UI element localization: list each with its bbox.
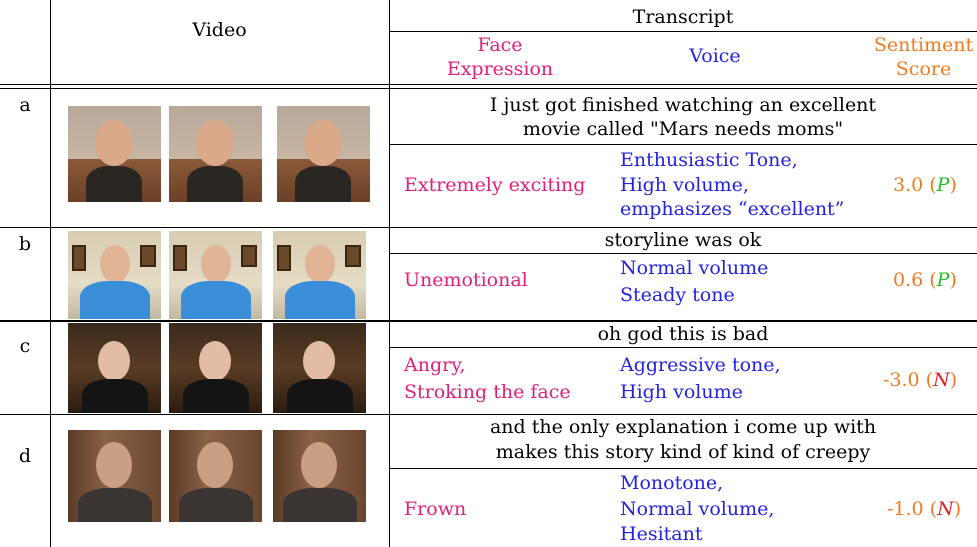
row-c-transcript: oh god this is bad bbox=[597, 323, 769, 345]
video-transcript-divider bbox=[389, 0, 390, 547]
header-voice: Voice bbox=[689, 45, 741, 67]
row-d-frame-2 bbox=[169, 430, 262, 522]
row-a-sentiment: 3.0 (P) bbox=[893, 174, 957, 196]
row-c-score: -3.0 bbox=[883, 369, 920, 391]
row-c-face-line2: Stroking the face bbox=[404, 381, 571, 403]
row-c-label: c bbox=[19, 335, 31, 357]
header-sentiment-line1: Sentiment bbox=[873, 34, 974, 56]
row-b-frame-1 bbox=[68, 231, 161, 319]
row-d-voice-line1: Monotone, bbox=[620, 472, 724, 494]
row-b-face: Unemotional bbox=[404, 269, 528, 291]
row-a-transcript-line1: I just got finished watching an excellen… bbox=[489, 94, 877, 116]
row-d-transcript-line2: makes this story kind of kind of creepy bbox=[495, 441, 871, 463]
row-d-score: -1.0 bbox=[887, 498, 924, 520]
row-b-score: 0.6 bbox=[893, 269, 924, 291]
row-b-voice-line1: Normal volume bbox=[620, 257, 769, 279]
header-video: Video bbox=[192, 19, 247, 41]
row-b-inner-rule bbox=[389, 253, 977, 254]
row-c-face-line1: Angry, bbox=[404, 354, 466, 376]
row-c-frame-2 bbox=[169, 323, 262, 413]
row-d-transcript-line1: and the only explanation i come up with bbox=[489, 416, 877, 438]
header-double-rule-top bbox=[0, 84, 977, 85]
row-c-voice-line1: Aggressive tone, bbox=[620, 354, 781, 376]
row-d-face: Frown bbox=[404, 498, 467, 520]
row-d-frame-1 bbox=[68, 430, 161, 522]
row-a-inner-rule bbox=[389, 144, 977, 145]
header-sentiment-line2: Score bbox=[895, 58, 952, 80]
row-d-label: d bbox=[18, 445, 32, 467]
row-a-voice-line3: emphasizes “excellent” bbox=[620, 198, 845, 220]
row-d-frame-3 bbox=[273, 430, 366, 522]
row-b-frame-2 bbox=[169, 231, 262, 319]
row-a-frame-1 bbox=[68, 106, 161, 202]
row-c-bottom-rule bbox=[0, 414, 977, 415]
row-a-voice-line2: High volume, bbox=[620, 174, 749, 196]
row-c-voice-line2: High volume bbox=[620, 381, 743, 403]
table-left-border bbox=[50, 0, 51, 547]
row-c-frame-3 bbox=[273, 323, 366, 413]
row-a-voice-line1: Enthusiastic Tone, bbox=[620, 149, 798, 171]
row-c-polarity: N bbox=[933, 369, 950, 391]
row-d-inner-rule bbox=[389, 468, 977, 469]
row-a-frame-3 bbox=[277, 106, 370, 202]
row-a-frame-2 bbox=[169, 106, 262, 202]
row-b-voice-line2: Steady tone bbox=[620, 284, 735, 306]
row-d-voice-line3: Hesitant bbox=[620, 523, 703, 545]
row-b-polarity: P bbox=[936, 269, 950, 291]
row-d-sentiment: -1.0 (N) bbox=[887, 498, 962, 520]
row-b-bottom-rule bbox=[0, 320, 977, 322]
header-double-rule-bottom bbox=[0, 88, 977, 89]
row-c-frame-1 bbox=[68, 323, 161, 413]
header-face-line1: Face bbox=[477, 34, 523, 56]
row-c-inner-rule bbox=[389, 347, 977, 348]
row-d-polarity: N bbox=[937, 498, 954, 520]
row-a-bottom-rule bbox=[0, 227, 977, 228]
row-c-sentiment: -3.0 (N) bbox=[883, 369, 958, 391]
row-a-face: Extremely exciting bbox=[404, 174, 586, 196]
header-transcript: Transcript bbox=[632, 6, 734, 28]
transcript-subheader-rule bbox=[389, 31, 977, 32]
row-d-voice-line2: Normal volume, bbox=[620, 498, 775, 520]
header-face-line2: Expression bbox=[446, 58, 554, 80]
row-a-label: a bbox=[19, 94, 31, 116]
row-a-polarity: P bbox=[936, 174, 950, 196]
row-b-label: b bbox=[18, 233, 32, 255]
row-b-sentiment: 0.6 (P) bbox=[893, 269, 957, 291]
row-a-score: 3.0 bbox=[893, 174, 924, 196]
row-a-transcript-line2: movie called "Mars needs moms" bbox=[522, 118, 844, 140]
row-b-transcript: storyline was ok bbox=[604, 229, 762, 251]
row-b-frame-3 bbox=[273, 231, 366, 319]
